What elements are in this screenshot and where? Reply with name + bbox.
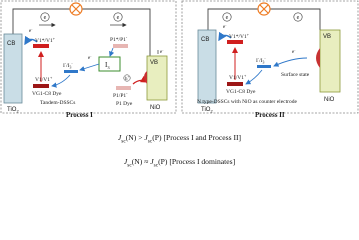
svg-text:Tandem-DSSCs: Tandem-DSSCs <box>40 100 75 106</box>
panel-frame <box>0 0 177 114</box>
v1-ground-level <box>33 84 49 88</box>
injection-arrow <box>24 35 38 46</box>
panel-process-1: e e CB TiO2 e- V1*/V1+ V1/V1+ VG1-C8 Dye… <box>0 0 177 119</box>
svg-text:e-: e- <box>292 48 296 55</box>
p1-to-i3-arrow <box>109 47 115 57</box>
diagram-canvas: e e CB TiO2 e- V1*/V1+ V1/V1+ VG1-C8 Dye… <box>0 0 359 119</box>
electron-wire-right: e <box>110 12 127 28</box>
panel-frame <box>181 0 359 114</box>
svg-text:I-/I3-: I-/I3- <box>256 57 266 65</box>
svg-text:CB: CB <box>201 37 209 43</box>
svg-text:N type-DSSCs with NiO as count: N type-DSSCs with NiO as counter electro… <box>197 99 297 105</box>
svg-text:e-: e- <box>88 54 92 61</box>
equation-1: Jsc(N) > Jsc(P) [Process I and Process I… <box>117 133 242 145</box>
svg-text:I3: I3 <box>105 61 110 70</box>
svg-text:e-: e- <box>223 23 227 30</box>
electron-wire-left: e <box>39 12 56 28</box>
svg-text:P1*/P1-: P1*/P1- <box>110 35 128 43</box>
p1-ground-level <box>116 86 131 90</box>
svg-text:Surface state: Surface state <box>281 71 310 78</box>
svg-text:I-/I3-: I-/I3- <box>63 62 73 70</box>
svg-text:V1*/V1+: V1*/V1+ <box>229 32 250 40</box>
i3-to-redox-arrow <box>79 63 100 72</box>
surface-state-arrow <box>273 57 308 67</box>
hole-label: h+ <box>125 75 130 82</box>
lamp-icon <box>257 2 271 16</box>
nio-surface-patch <box>316 48 320 68</box>
p1-excited-level <box>113 44 128 48</box>
electron-wire-left: e <box>222 12 232 22</box>
nio-dye-patch <box>144 71 147 84</box>
injection-arrow <box>218 31 232 42</box>
svg-text:NiO: NiO <box>150 105 161 111</box>
electron-wire-right: e <box>293 12 303 22</box>
svg-text:VB: VB <box>323 34 331 40</box>
svg-text:V1/V1+: V1/V1+ <box>229 73 247 81</box>
svg-text:e: e <box>297 15 300 21</box>
svg-text:Process II: Process II <box>255 111 285 119</box>
svg-text:VB: VB <box>150 60 158 66</box>
v1-excited-level <box>33 44 49 48</box>
regeneration-arrow <box>245 69 263 85</box>
lamp-icon <box>69 2 83 16</box>
regeneration-arrow <box>51 74 71 88</box>
svg-text:CB: CB <box>7 41 15 47</box>
redox-level <box>64 70 78 73</box>
svg-text:VG1-C8 Dye: VG1-C8 Dye <box>226 89 256 95</box>
svg-text:V1/V1+: V1/V1+ <box>35 75 53 83</box>
svg-text:P1/P1-: P1/P1- <box>113 91 128 99</box>
svg-text:e: e <box>44 15 47 21</box>
svg-text:NiO: NiO <box>324 97 335 103</box>
tio2-label: TiO2 <box>201 107 213 114</box>
v1-ground-level <box>227 82 243 86</box>
svg-text:e: e <box>226 15 229 21</box>
svg-text:e: e <box>117 15 120 21</box>
tio2-label: TiO2 <box>7 107 19 114</box>
panel-process-2: e e CB TiO2 e- V1*/V1+ V1/V1+ VG1-C8 Dye… <box>181 0 359 119</box>
circuit-wire <box>12 8 151 56</box>
svg-text:V1*/V1+: V1*/V1+ <box>35 36 56 44</box>
svg-text:Process I: Process I <box>66 111 93 119</box>
redox-level <box>257 65 271 68</box>
tio2-electrode <box>197 29 217 104</box>
svg-text:VG1-C8 Dye: VG1-C8 Dye <box>32 91 62 97</box>
tio2-electrode <box>3 33 23 104</box>
equation-2: Jsc(N) ≈ Jsc(P) [Process I dominates] <box>123 157 236 169</box>
v1-excited-level <box>227 40 243 44</box>
svg-text:e-: e- <box>160 48 164 55</box>
electron-label: e- <box>29 27 33 34</box>
svg-text:P1 Dye: P1 Dye <box>116 101 133 107</box>
hole-injection-arrow <box>132 75 149 85</box>
